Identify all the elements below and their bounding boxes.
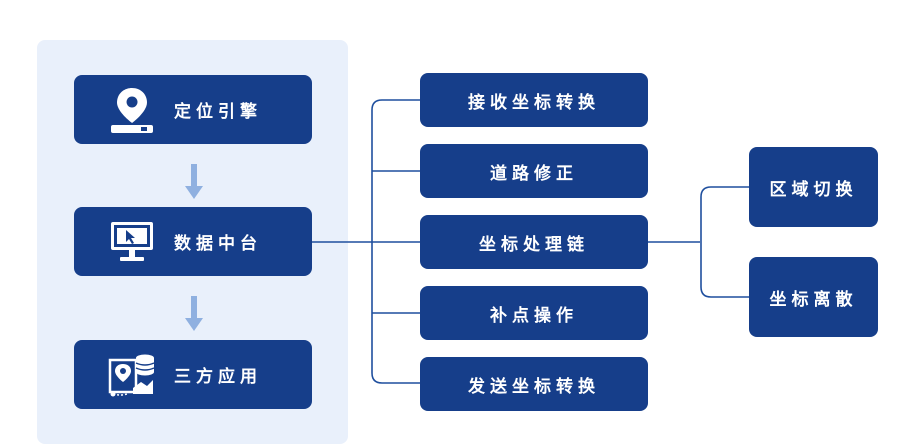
node-data-middle-platform: 数据中台 [74,207,312,276]
node-receive-coord-transform: 接收坐标转换 [420,73,648,127]
arrow-down-2 [185,296,203,331]
node-coord-processing-chain: 坐标处理链 [420,215,648,269]
node-region-switch: 区域切换 [749,147,878,227]
bracket-right [700,186,749,298]
arrow-down-1 [185,164,203,199]
map-database-icon [104,349,160,401]
node-road-correction: 道路修正 [420,144,648,198]
node-label: 补点操作 [490,305,578,326]
node-label: 定位引擎 [174,102,262,122]
node-label: 道路修正 [490,163,578,184]
node-send-coord-transform: 发送坐标转换 [420,357,648,411]
monitor-cursor-icon [104,216,160,268]
node-positioning-engine: 定位引擎 [74,75,312,144]
node-label: 坐标离散 [769,289,858,310]
node-point-fill: 补点操作 [420,286,648,340]
node-label: 坐标处理链 [479,234,589,255]
node-label: 数据中台 [174,234,262,254]
location-pin-icon [104,84,160,136]
node-third-party-app: 三方应用 [74,340,312,409]
node-label: 发送坐标转换 [468,376,600,397]
node-label: 区域切换 [769,179,858,200]
node-coord-discrete: 坐标离散 [749,257,878,337]
node-label: 接收坐标转换 [468,92,600,113]
node-label: 三方应用 [174,367,262,387]
bracket-middle [371,99,420,384]
